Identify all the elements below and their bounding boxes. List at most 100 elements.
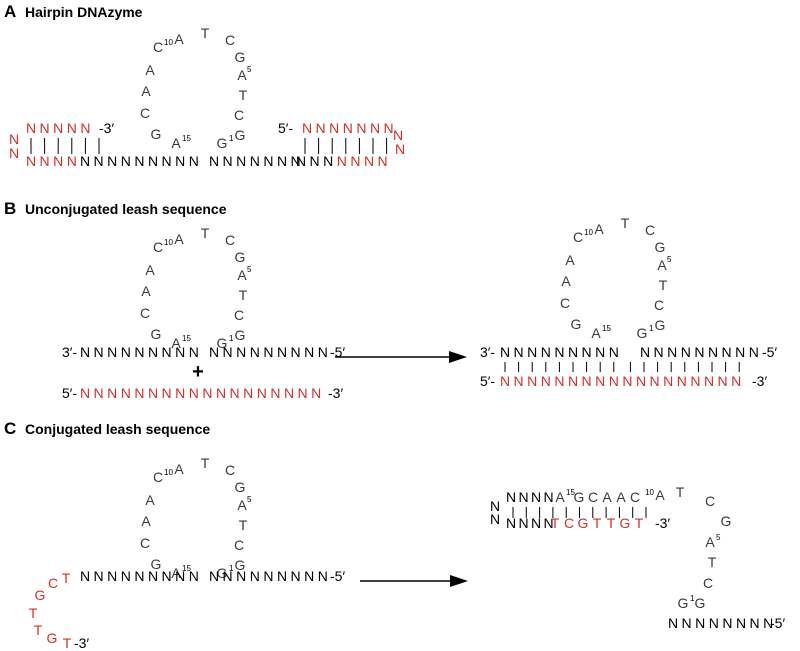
nucleotide-n: N	[543, 515, 553, 531]
nucleotide-c: C	[153, 469, 163, 485]
nucleotide-n: N	[302, 120, 312, 136]
superscript-10: 10	[164, 38, 173, 47]
nucleotide-g: G	[217, 335, 228, 351]
superscript-15: 15	[182, 334, 191, 343]
nucleotide-n: N	[722, 615, 732, 631]
nucleotide-n: N	[609, 373, 619, 389]
nucleotide-n: N	[704, 373, 714, 389]
nucleotide-g: G	[235, 557, 246, 573]
nucleotide-c: C	[225, 232, 235, 248]
superscript-10: 10	[584, 228, 593, 237]
nucleotide-g: G	[151, 326, 162, 342]
nucleotide-n: N	[541, 344, 551, 360]
nucleotide-n: N	[518, 489, 528, 505]
nucleotide-n: N	[690, 373, 700, 389]
nucleotide-a: A	[174, 231, 184, 247]
nucleotide-n: N	[541, 373, 551, 389]
nucleotide-n: N	[40, 120, 50, 136]
nucleotide-n: N	[731, 373, 741, 389]
nucleotide-g: G	[235, 49, 246, 65]
nucleotide-n: N	[175, 568, 185, 584]
three-prime-end: 3′-	[480, 344, 495, 360]
five-prime-end: -5′	[330, 344, 345, 360]
nucleotide-a: A	[616, 489, 626, 505]
nucleotide-n: N	[94, 568, 104, 584]
nucleotide-c: C	[703, 575, 713, 591]
nucleotide-n: N	[735, 344, 745, 360]
nucleotide-n: N	[250, 153, 260, 169]
nucleotide-n: N	[682, 615, 692, 631]
nucleotide-n: N	[209, 344, 219, 360]
nucleotide-c: C	[705, 493, 715, 509]
nucleotide-n: N	[291, 153, 301, 169]
nucleotide-c: C	[654, 297, 664, 313]
superscript-10: 10	[164, 238, 173, 247]
nucleotide-n: N	[364, 153, 374, 169]
nucleotide-c: C	[573, 229, 583, 245]
nucleotide-n: N	[277, 568, 287, 584]
superscript-1: 1	[690, 594, 695, 603]
nucleotide-n: N	[622, 373, 632, 389]
nucleotide-n: N	[291, 344, 301, 360]
nucleotide-a: A	[174, 31, 184, 47]
nucleotide-t: T	[201, 455, 210, 471]
nucleotide-a: A	[141, 83, 151, 99]
nucleotide-n: N	[230, 385, 240, 401]
nucleotide-a: A	[594, 221, 604, 237]
nucleotide-n: N	[209, 153, 219, 169]
nucleotide-a: A	[705, 534, 715, 550]
nucleotide-n: N	[107, 568, 117, 584]
five-prime-end: -5′	[770, 615, 785, 631]
three-prime-end: -3′	[752, 373, 767, 389]
nucleotide-a: A	[237, 497, 247, 513]
nucleotide-c: C	[645, 222, 655, 238]
nucleotide-n: N	[236, 568, 246, 584]
nucleotide-n: N	[243, 385, 253, 401]
panel-b-title: Unconjugated leash sequence	[25, 201, 227, 217]
nucleotide-n: N	[318, 568, 328, 584]
plus-sign: +	[192, 361, 204, 383]
nucleotide-n: N	[370, 120, 380, 136]
nucleotide-n: N	[94, 344, 104, 360]
nucleotide-n: N	[189, 385, 199, 401]
three-prime-end: -3′	[99, 120, 114, 136]
nucleotide-g: G	[655, 239, 666, 255]
superscript-15: 15	[182, 134, 191, 143]
nucleotide-n: N	[310, 153, 320, 169]
nucleotide-t: T	[63, 635, 72, 651]
nucleotide-n: N	[568, 373, 578, 389]
nucleotide-n: N	[189, 344, 199, 360]
nucleotide-n: N	[296, 153, 306, 169]
nucleotide-n: N	[121, 385, 131, 401]
nucleotide-n: N	[40, 153, 50, 169]
nucleotide-n: N	[668, 615, 678, 631]
nucleotide-n: N	[26, 153, 36, 169]
nucleotide-a: A	[237, 267, 247, 283]
nucleotide-n: N	[263, 344, 273, 360]
nucleotide-n: N	[94, 153, 104, 169]
nucleotide-n: N	[80, 120, 90, 136]
three-prime-end: 3′-	[62, 344, 77, 360]
nucleotide-c: C	[140, 305, 150, 321]
nucleotide-n: N	[148, 568, 158, 584]
nucleotide-n: N	[263, 153, 273, 169]
nucleotide-n: N	[582, 344, 592, 360]
nucleotide-n: N	[527, 344, 537, 360]
nucleotide-n: N	[53, 153, 63, 169]
superscript-5: 5	[716, 533, 721, 542]
nucleotide-n: N	[94, 385, 104, 401]
nucleotide-n: N	[223, 344, 233, 360]
five-prime-end: 5′-	[62, 385, 77, 401]
nucleotide-a: A	[591, 325, 601, 341]
nucleotide-n: N	[162, 344, 172, 360]
nucleotide-n: N	[263, 568, 273, 584]
nucleotide-n: N	[134, 153, 144, 169]
nucleotide-t: T	[34, 622, 43, 638]
nucleotide-n: N	[718, 373, 728, 389]
five-prime-end: 5′-	[480, 373, 495, 389]
nucleotide-n: N	[356, 120, 366, 136]
nucleotide-n: N	[134, 344, 144, 360]
nucleotide-t: T	[621, 215, 630, 231]
nucleotide-n: N	[393, 127, 403, 143]
nucleotide-n: N	[284, 385, 294, 401]
